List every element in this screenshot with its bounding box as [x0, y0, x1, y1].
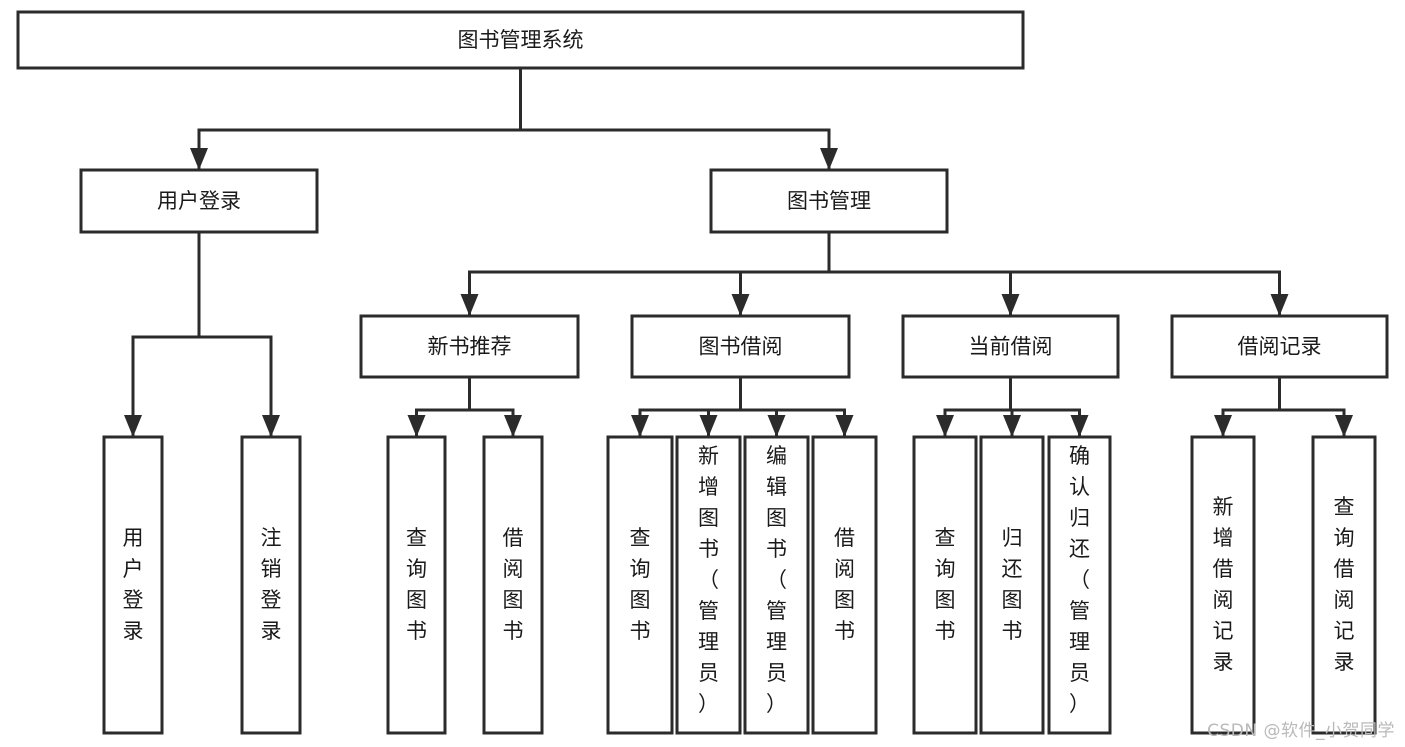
node-label: 查询图书 [935, 526, 956, 643]
node-leaf-user-login[interactable]: 用户登录 [102, 435, 164, 735]
node-label: 用户登录 [123, 526, 144, 643]
node-leaf-logout[interactable]: 注销登录 [240, 435, 302, 735]
arrow-head-icon [262, 415, 280, 437]
node-leaf-query-book-1[interactable]: 查询图书 [386, 435, 447, 735]
node-label: 图书管理系统 [458, 28, 584, 52]
node-leaf-confirm-return[interactable]: 确认归还（管理员） [1047, 435, 1112, 735]
arrow-head-icon [407, 415, 426, 437]
node-label: 图书借阅 [699, 335, 783, 359]
node-label: 查询图书 [406, 526, 427, 643]
node-book-borrow[interactable]: 图书借阅 [630, 314, 851, 379]
arrow-head-icon [460, 294, 479, 316]
node-label: 新书推荐 [428, 335, 512, 359]
node-new-book-rec[interactable]: 新书推荐 [359, 314, 580, 379]
arrow-head-icon [1335, 415, 1353, 437]
node-label: 新增图书（管理员） [698, 444, 719, 716]
node-borrow-record[interactable]: 借阅记录 [1170, 314, 1389, 379]
connector-layer [124, 66, 1353, 438]
node-label: 借阅图书 [503, 526, 524, 643]
node-leaf-edit-book[interactable]: 编辑图书（管理员） [743, 435, 810, 735]
node-leaf-query-book-2[interactable]: 查询图书 [606, 435, 674, 735]
node-label: 查询图书 [630, 526, 651, 643]
node-leaf-borrow-book-2[interactable]: 借阅图书 [811, 435, 878, 735]
node-label: 编辑图书（管理员） [766, 444, 787, 716]
node-layer: 图书管理系统用户登录图书管理新书推荐图书借阅当前借阅借阅记录用户登录注销登录查询… [16, 10, 1389, 735]
arrow-head-icon [124, 415, 142, 437]
node-label: 当前借阅 [969, 335, 1053, 359]
node-label: 注销登录 [261, 526, 282, 643]
arrow-head-icon [767, 415, 786, 437]
node-label: 查询借阅记录 [1334, 495, 1355, 674]
node-leaf-add-record[interactable]: 新增借阅记录 [1190, 435, 1256, 735]
node-label: 归还图书 [1002, 526, 1023, 643]
node-label: 借阅图书 [834, 526, 855, 643]
node-leaf-add-book[interactable]: 新增图书（管理员） [675, 435, 742, 735]
arrow-head-icon [1270, 294, 1289, 316]
arrow-head-icon [1001, 294, 1020, 316]
node-root[interactable]: 图书管理系统 [16, 10, 1025, 70]
arrow-head-icon [820, 148, 838, 170]
arrow-head-icon [1214, 415, 1232, 437]
arrow-head-icon [504, 415, 522, 437]
arrow-head-icon [1070, 415, 1089, 437]
arrow-head-icon [699, 415, 718, 437]
node-label: 新增借阅记录 [1213, 495, 1234, 674]
node-leaf-borrow-book-1[interactable]: 借阅图书 [482, 435, 544, 735]
node-label: 确认归还（管理员） [1069, 444, 1090, 716]
node-current-borrow[interactable]: 当前借阅 [901, 314, 1120, 379]
node-label: 图书管理 [787, 189, 871, 213]
watermark-text: CSDN @软件_小贺同学 [1207, 721, 1395, 741]
node-book-manage[interactable]: 图书管理 [709, 168, 949, 234]
node-label: 借阅记录 [1238, 335, 1322, 359]
arrow-head-icon [936, 415, 954, 437]
node-leaf-query-record[interactable]: 查询借阅记录 [1311, 435, 1377, 735]
node-leaf-query-book-3[interactable]: 查询图书 [912, 435, 978, 735]
arrow-head-icon [631, 415, 649, 437]
node-label: 用户登录 [157, 189, 241, 213]
node-leaf-return-book[interactable]: 归还图书 [979, 435, 1045, 735]
arrow-head-icon [731, 294, 750, 316]
node-user-login[interactable]: 用户登录 [79, 168, 319, 234]
arrow-head-icon [1003, 415, 1021, 437]
arrow-head-icon [835, 415, 854, 437]
arrow-head-icon [190, 148, 208, 170]
